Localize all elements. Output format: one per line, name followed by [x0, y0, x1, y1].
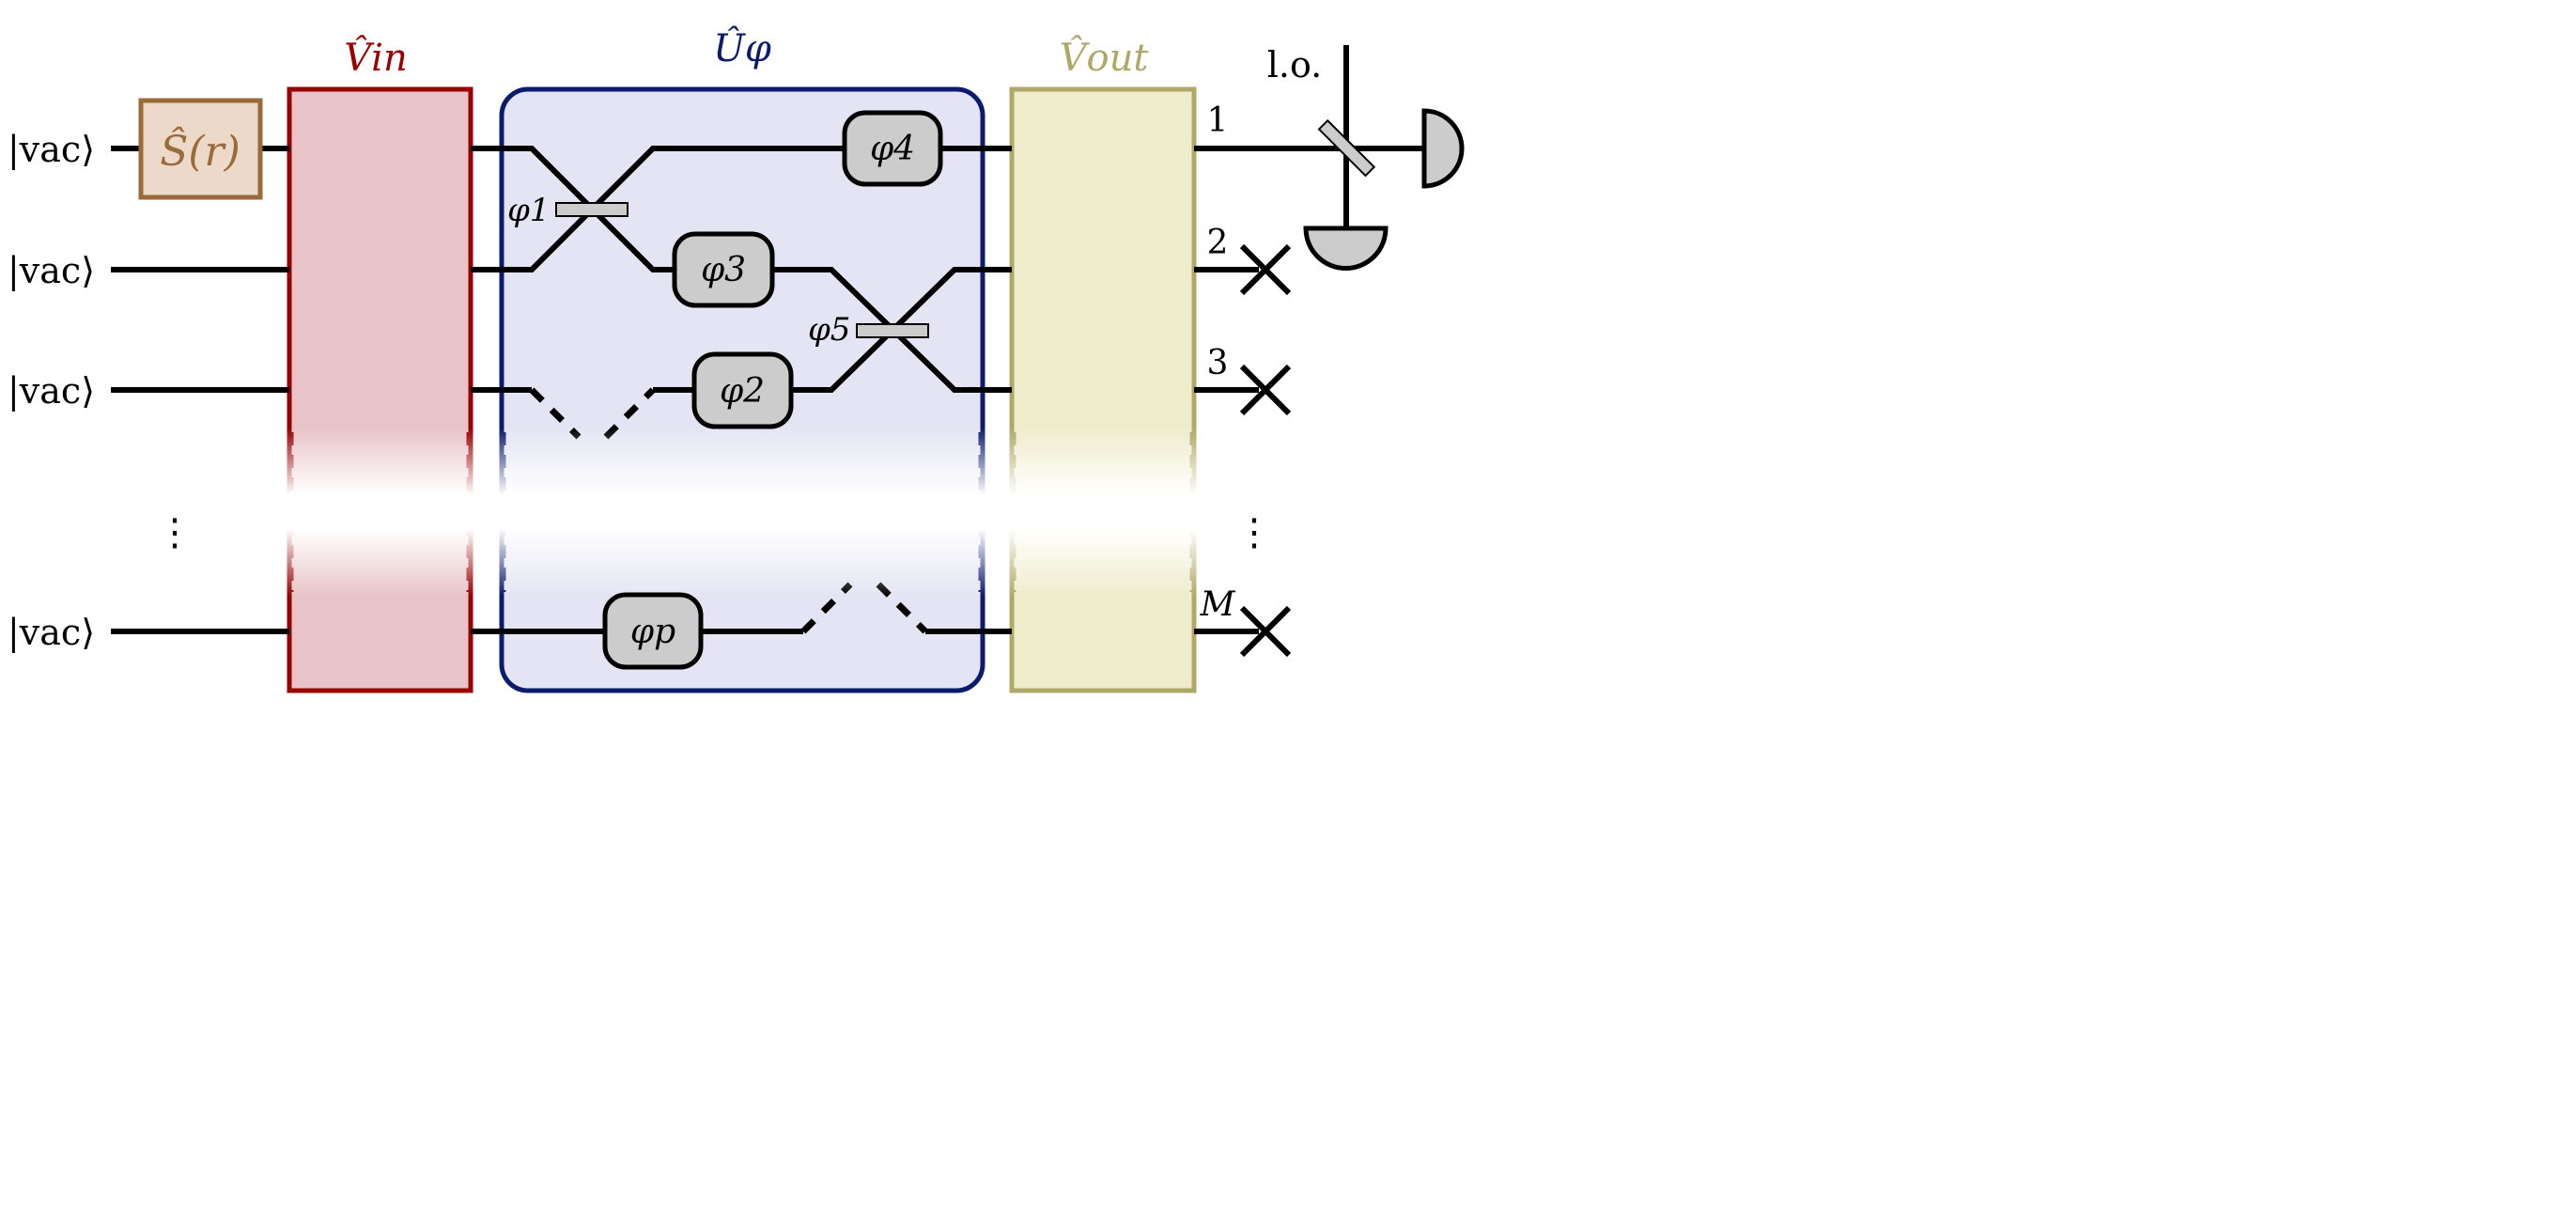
- discard-cross-M: [1239, 605, 1292, 658]
- wire-mode-M-dashed-left: [800, 582, 853, 634]
- phase-label-phi3: φ3: [701, 251, 746, 289]
- phase-label-phi2: φ2: [720, 372, 765, 411]
- v-out-block: [1009, 86, 1197, 693]
- output-mode-2: 2: [1207, 224, 1229, 262]
- discard-cross-2: [1239, 243, 1292, 296]
- input-label-3: |vac⟩: [8, 370, 95, 412]
- output-ellipsis: ⋮: [1235, 511, 1273, 554]
- wire-mode-3-dashed-left: [529, 387, 582, 440]
- v-in-block: [287, 86, 473, 693]
- phase-label-phi1: φ1: [507, 192, 550, 229]
- phase-shifter-p: [602, 592, 704, 670]
- beam-splitter-5: [856, 323, 929, 338]
- input-label-1: |vac⟩: [8, 129, 95, 170]
- phase-shifter-3: [672, 231, 775, 308]
- squeezer-label: Ŝ(r): [160, 126, 241, 176]
- detector-bottom: [1303, 226, 1389, 271]
- v-out-label: V̂out: [1060, 37, 1150, 80]
- phase-label-phi5: φ5: [808, 311, 850, 349]
- squeezer-box: [138, 98, 263, 200]
- input-ellipsis: ⋮: [156, 511, 194, 554]
- output-mode-M: M: [1200, 585, 1236, 624]
- phase-shifter-2: [691, 351, 794, 429]
- v-in-label: V̂in: [344, 37, 407, 80]
- discard-cross-3: [1239, 364, 1292, 416]
- gap-fade: [0, 428, 1473, 597]
- interferometer-diagram: Ŝ(r) V̂in Ûφ V̂out |vac⟩ |vac⟩ |vac⟩ |va…: [0, 26, 1473, 693]
- detector-right: [1421, 108, 1465, 189]
- homodyne-beam-splitter: [1317, 118, 1376, 178]
- output-mode-3: 3: [1207, 344, 1229, 382]
- beam-splitter-1: [555, 202, 628, 217]
- output-mode-1: 1: [1207, 101, 1229, 140]
- phase-shifter-4: [842, 110, 943, 187]
- phase-label-phi4: φ4: [870, 130, 915, 168]
- u-phi-label: Ûφ: [713, 26, 771, 70]
- phase-label-phip: φp: [630, 613, 675, 651]
- input-label-2: |vac⟩: [8, 250, 95, 291]
- input-label-M: |vac⟩: [8, 612, 95, 653]
- local-oscillator-label: l.o.: [1267, 44, 1323, 86]
